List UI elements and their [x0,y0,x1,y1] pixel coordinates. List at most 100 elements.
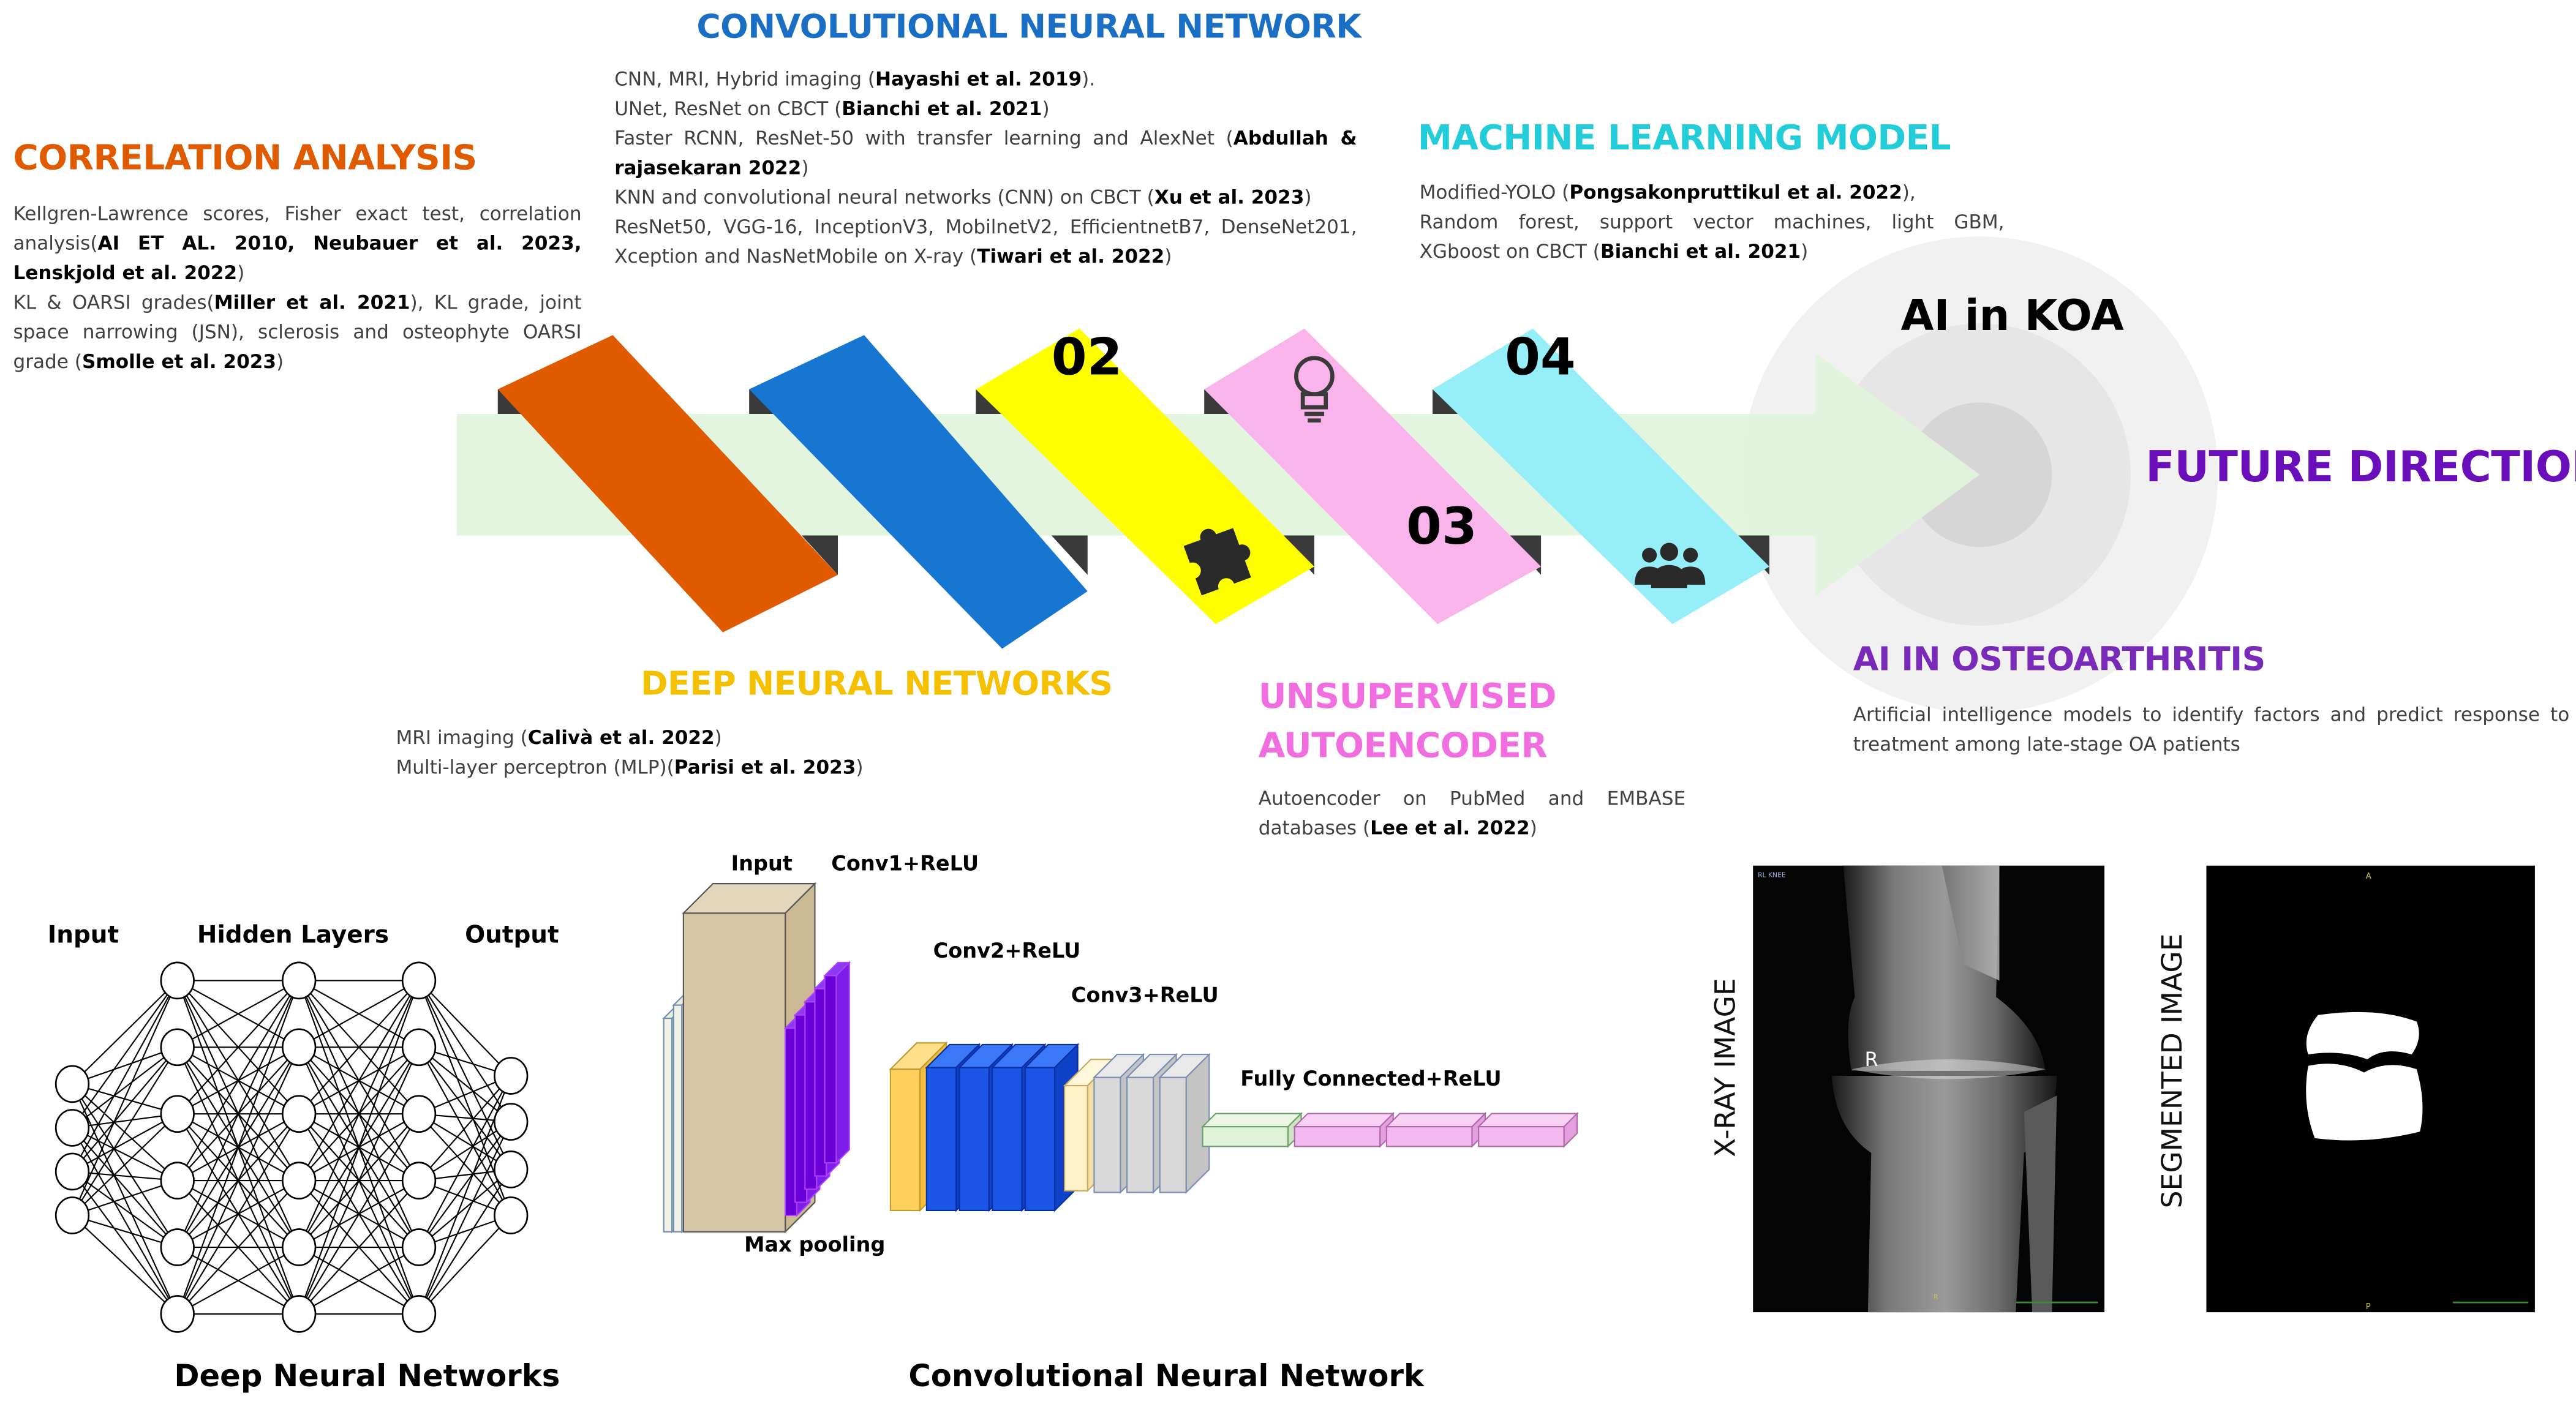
dnn-node [160,1295,195,1333]
dnn-edge [418,1215,512,1315]
cnn-face-front [1126,1076,1154,1193]
citation: Parisi et al. 2023 [674,755,856,779]
dnn-edge [176,980,300,1248]
svg-text:RL KNEE: RL KNEE [1758,871,1786,879]
dnn-node [282,1095,317,1133]
dnn-connections [72,980,512,1315]
dnn-edge [72,1113,178,1128]
citation: Lee et al. 2022 [1370,816,1530,839]
cnn-face-front [889,1068,921,1212]
ml-title: MACHINE LEARNING MODEL [1417,118,1951,158]
puzzle-icon [1183,528,1251,596]
text-run: ) [801,156,809,179]
dnn-edge [418,980,511,1076]
cnn-face-front [992,1067,1023,1212]
cnn-fc-layer [1385,1112,1487,1148]
paragraph: Modified-YOLO (Pongsakonpruttikul et al.… [1420,178,2005,207]
dnn-node [401,1095,437,1133]
dnn-edge [298,980,420,1181]
cnn-fc-layer [1200,1112,1303,1148]
xray-image: R RL KNEE R [1753,865,2105,1313]
dnn-edge [298,1247,420,1315]
text-run: MRI imaging ( [396,726,528,749]
citation: Tiwari et al. 2022 [977,244,1165,268]
dnn-edge [418,980,512,1122]
citation: Abdullah & rajasekaran 2022 [614,126,1357,179]
dnn-node [282,1228,317,1266]
text-run: Autoencoder on PubMed and EMBASE databas… [1258,786,1686,839]
text-run: Faster RCNN, ResNet-50 with transfer lea… [614,126,1233,150]
dnn-node [494,1057,529,1095]
ml-text: Modified-YOLO (Pongsakonpruttikul et al.… [1420,178,2005,266]
dnn-edge [72,1215,178,1315]
dnn-edge [418,1075,512,1248]
dnn-edge [176,980,300,1315]
text-run: ) [1304,186,1312,209]
cnn-caption: Convolutional Neural Network [908,1360,1425,1395]
dnn-edge [72,1113,178,1216]
dnn-edge [72,1083,178,1315]
dnn-edge [72,1046,178,1128]
cnn-fc-layer [1293,1112,1395,1148]
cnn-face-front [925,1067,957,1212]
text-run: ) [1164,244,1172,268]
segmented-label: SEGMENTED IMAGE [2156,933,2190,1209]
ribbon-number-04: 04 [1505,328,1576,388]
dnn-edge [418,1121,511,1182]
cnn-face-top [1477,1113,1579,1128]
cnn-label-conv3: Conv3+ReLU [1071,982,1219,1007]
cnn-label-pool: Max pooling [744,1231,886,1257]
cnn-face-front [1093,1076,1121,1193]
ribbon-autoencoder [1204,328,1542,625]
paragraph: Kellgren-Lawrence scores, Fisher exact t… [13,199,581,288]
dnn-edge [72,980,178,1128]
text-run: ) [1801,239,1809,263]
dnn-edge [176,980,300,1181]
cnn-face-front [1294,1126,1381,1147]
xray-label: X-RAY IMAGE [1710,978,1744,1157]
dnn-edge [418,1046,512,1216]
paragraph: KNN and convolutional neural networks (C… [614,182,1357,212]
text-run: ) [1042,97,1050,120]
dnn-node [401,1028,437,1067]
cnn-label-conv1: Conv1+ReLU [831,850,979,876]
text-run: ), [1902,181,1916,204]
dnn-edge [418,1113,511,1170]
dnn-node [160,961,195,1000]
paragraph: Faster RCNN, ResNet-50 with transfer lea… [614,123,1357,182]
text-run: ) [1529,816,1537,839]
dnn-edge [418,1121,512,1315]
dnn-node [494,1196,529,1234]
dnn-label-hidden: Hidden Layers [197,923,389,950]
paragraph: MRI imaging (Calivà et al. 2022) [396,723,938,752]
cnn-face-front [1024,1067,1056,1212]
dnn-edge [418,1046,512,1170]
paragraph: CNN, MRI, Hybrid imaging (Hayashi et al.… [614,64,1357,94]
dnn-node [282,961,317,1000]
text-run: KNN and convolutional neural networks (C… [614,186,1154,209]
ribbon-number-02: 02 [1051,328,1123,388]
dnn-edge [72,980,178,1085]
citation: Smolle et al. 2023 [81,350,277,373]
paragraph: UNet, ResNet on CBCT (Bianchi et al. 202… [614,94,1357,123]
cnn-face-front [682,912,786,1233]
dnn-node [494,1103,529,1141]
text-run: Random forest, support vector machines, … [1419,210,2005,263]
dnn-edge [418,1169,512,1315]
cnn-face-front [663,1018,673,1233]
dnn-edge [72,1171,178,1315]
cnn-face-front [824,975,837,1164]
dnn-edge [72,1046,178,1173]
text-run: ) [276,350,284,373]
dnn-edge [72,1180,178,1216]
dnn-caption: Deep Neural Networks [174,1360,560,1395]
citation: Bianchi et al. 2021 [842,97,1042,120]
cnn-conv3-map [1158,1053,1211,1195]
dnn-node [282,1162,317,1199]
dnn-edge [72,980,178,1172]
ribbon-correlation [497,335,838,633]
dnn-node [282,1295,317,1333]
text-run: ) [714,726,722,749]
